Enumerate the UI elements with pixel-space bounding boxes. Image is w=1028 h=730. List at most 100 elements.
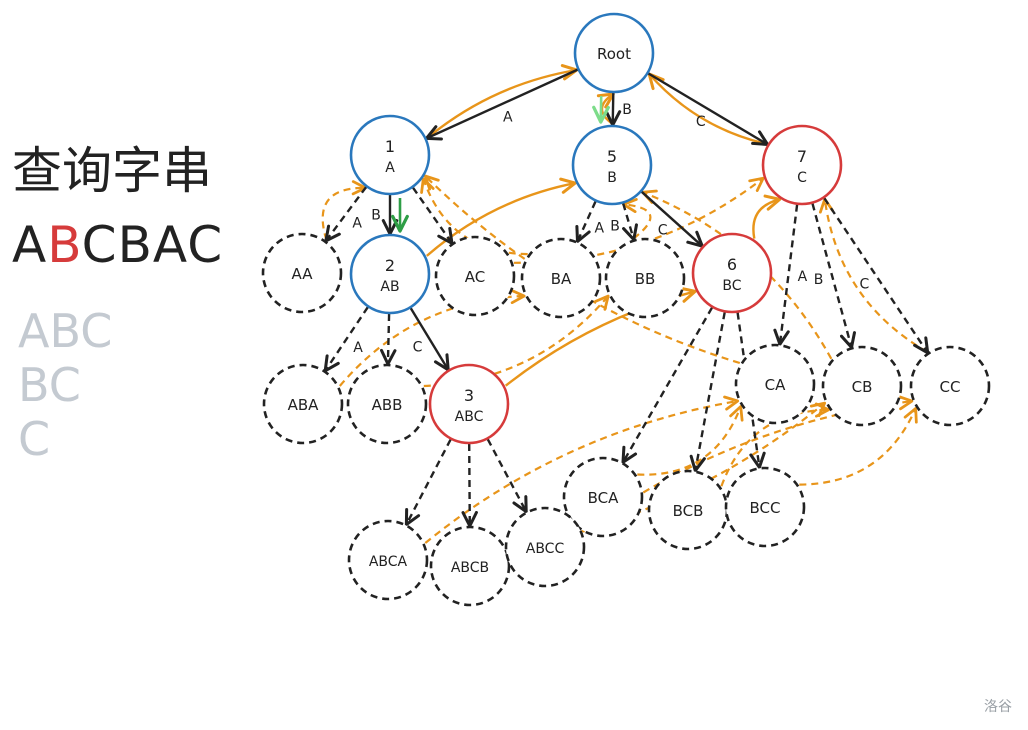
- trie-edge: [640, 190, 704, 248]
- edge-label: A: [503, 110, 513, 126]
- query-title: 查询字串: [12, 142, 212, 200]
- edge-label: A: [595, 220, 605, 236]
- node-cc[interactable]: CC: [909, 345, 991, 427]
- node-circle: [691, 232, 773, 314]
- trie-edge: [575, 201, 597, 244]
- fail-link-dashed: [507, 401, 827, 550]
- edge-label: B: [371, 208, 381, 224]
- node-bcc[interactable]: BCC: [724, 466, 806, 548]
- trie-edge: [647, 72, 770, 147]
- trie-edge: [811, 203, 856, 349]
- node-circle: [349, 114, 431, 196]
- node-abcc[interactable]: ABCC: [504, 506, 586, 588]
- node-circle: [909, 345, 991, 427]
- node-ba[interactable]: BA: [520, 237, 602, 319]
- node-number: 3: [464, 386, 474, 405]
- node-circle: [346, 363, 428, 445]
- fail-link-dashed: [622, 198, 652, 240]
- fail-link-dashed: [424, 395, 740, 544]
- node-label: Root: [597, 45, 631, 63]
- node-c[interactable]: 7C: [761, 124, 843, 206]
- trie-edge: [823, 197, 930, 355]
- node-ac[interactable]: AC: [434, 235, 516, 317]
- trie-edge: [424, 68, 579, 141]
- node-label: BC: [722, 278, 741, 294]
- node-label: ABCC: [526, 541, 565, 557]
- fail-link-dashed: [799, 407, 918, 486]
- node-label: AB: [380, 279, 399, 295]
- node-label: ABCB: [451, 560, 489, 576]
- node-label: AA: [292, 265, 314, 283]
- node-label: A: [385, 160, 395, 176]
- query-char: C: [187, 216, 224, 274]
- trie-edge: [486, 438, 528, 514]
- node-bb[interactable]: BB: [604, 237, 686, 319]
- fail-link-dashed: [818, 197, 928, 353]
- node-circle: [571, 124, 653, 206]
- node-label: ABA: [288, 396, 320, 414]
- node-circle: [504, 506, 586, 588]
- node-circle: [261, 232, 343, 314]
- node-circle: [520, 237, 602, 319]
- node-label: ABB: [372, 396, 403, 414]
- trie-edge: [622, 203, 638, 242]
- node-number: 7: [797, 147, 807, 166]
- node-abca[interactable]: ABCA: [347, 519, 429, 601]
- node-abb[interactable]: ABB: [346, 363, 428, 445]
- node-circle: [734, 343, 816, 425]
- node-circle: [347, 519, 429, 601]
- query-char: B: [47, 216, 82, 274]
- edge-label: B: [622, 102, 632, 118]
- node-circle: [349, 233, 431, 315]
- node-a[interactable]: 1A: [349, 114, 431, 196]
- node-label: CB: [852, 378, 873, 396]
- edge-label: A: [353, 340, 363, 356]
- node-circle: [821, 345, 903, 427]
- node-aa[interactable]: AA: [261, 232, 343, 314]
- edge-label: A: [798, 269, 808, 285]
- node-bcb[interactable]: BCB: [647, 469, 729, 551]
- suffix-item: BC: [18, 358, 81, 412]
- trie-edge: [461, 443, 478, 528]
- trie-edge: [323, 306, 369, 373]
- node-label: BCA: [588, 489, 620, 507]
- node-ca[interactable]: CA: [734, 343, 816, 425]
- trie-edge: [604, 92, 622, 127]
- node-label: BCC: [750, 499, 781, 517]
- node-circle: [724, 466, 806, 548]
- node-number: 1: [385, 137, 395, 156]
- node-label: BCB: [673, 502, 704, 520]
- edge-label: B: [610, 218, 620, 234]
- node-cb[interactable]: CB: [821, 345, 903, 427]
- node-circle: [573, 12, 655, 94]
- node-label: BA: [551, 270, 572, 288]
- node-label: ABCA: [369, 554, 408, 570]
- node-label: B: [607, 170, 617, 186]
- node-circle: [429, 525, 511, 607]
- node-abcb[interactable]: ABCB: [429, 525, 511, 607]
- node-b[interactable]: 5B: [571, 124, 653, 206]
- trie-edge: [379, 313, 397, 366]
- node-circle: [262, 363, 344, 445]
- node-root[interactable]: Root: [573, 12, 655, 94]
- fail-link-dashed: [420, 177, 528, 256]
- query-char: B: [117, 216, 153, 274]
- query-char: A: [12, 216, 48, 274]
- node-ab[interactable]: 2AB: [349, 233, 431, 315]
- edge-label: C: [658, 222, 668, 238]
- node-bc[interactable]: 6BC: [691, 232, 773, 314]
- node-label: ABC: [455, 409, 484, 425]
- node-label: AC: [465, 268, 485, 286]
- match-steps: [391, 95, 610, 233]
- edge-label: A: [352, 215, 362, 231]
- node-number: 5: [607, 147, 617, 166]
- node-bca[interactable]: BCA: [562, 456, 644, 538]
- node-circle: [604, 237, 686, 319]
- edge-label: C: [860, 276, 870, 292]
- node-aba[interactable]: ABA: [262, 363, 344, 445]
- node-label: C: [797, 170, 807, 186]
